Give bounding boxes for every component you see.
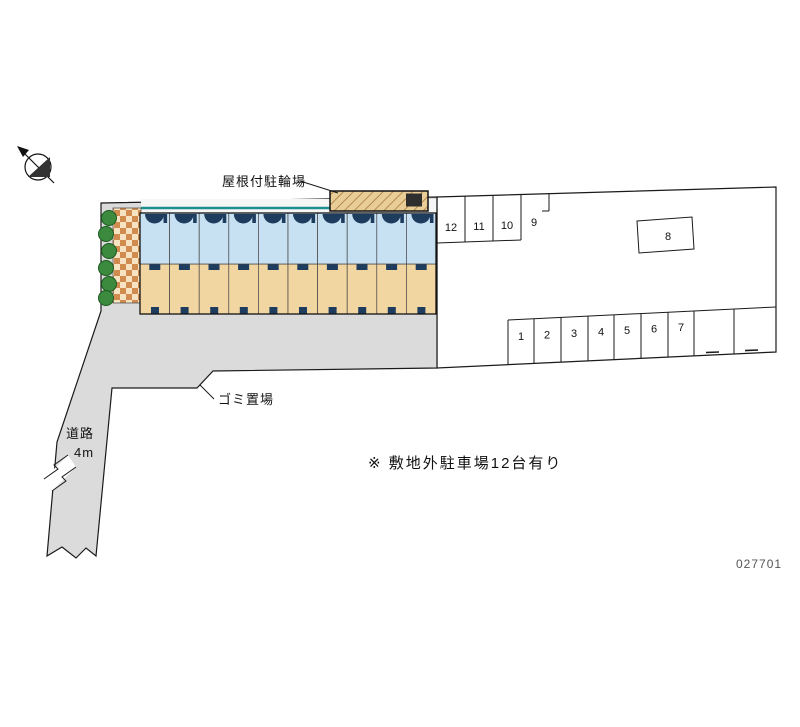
stall-number-11: 11 <box>473 221 484 233</box>
parking-lot-outline <box>436 186 777 369</box>
vegetation-row <box>98 210 117 306</box>
stall-number-1: 1 <box>518 331 524 343</box>
road-name-label: 道路 <box>66 426 94 441</box>
building-unit <box>346 212 378 265</box>
building-unit <box>287 212 319 265</box>
shrub <box>98 226 114 242</box>
road-break-symbol <box>43 454 77 492</box>
bike-parking-canopy <box>329 190 429 212</box>
compass-needle-tail <box>28 157 50 177</box>
brick-paving <box>112 207 142 304</box>
building-row-south <box>139 257 437 315</box>
stall-number-7: 7 <box>678 322 684 334</box>
bike-parking-structure <box>406 193 422 207</box>
compass-needle <box>21 150 55 184</box>
building-unit <box>198 257 230 315</box>
stall-number-9: 9 <box>531 217 537 229</box>
bike-parking-leader <box>299 180 339 194</box>
parking-stall-lines-top <box>436 194 550 244</box>
parking-stall-8 <box>636 216 695 254</box>
shrub <box>101 276 117 292</box>
drawing-number: 027701 <box>736 557 782 571</box>
building-unit <box>139 257 171 315</box>
building-unit <box>317 257 348 315</box>
building-unit <box>346 257 378 315</box>
building-row-north <box>139 212 437 265</box>
compass-arrowhead <box>17 146 29 157</box>
stall-number-12: 12 <box>445 222 457 234</box>
stall-number-8: 8 <box>665 231 671 243</box>
road-break-line <box>43 454 69 480</box>
building-unit <box>169 257 200 315</box>
stall-number-4: 4 <box>598 327 604 339</box>
shrub <box>98 260 114 276</box>
building-unit <box>169 212 200 265</box>
shrub <box>98 290 114 306</box>
building-unit <box>257 212 289 265</box>
shrub <box>101 243 117 259</box>
building-unit <box>405 257 437 315</box>
bike-parking-label: 屋根付駐輪場 <box>222 174 306 189</box>
stall-number-6: 6 <box>651 324 657 336</box>
stall-number-10: 10 <box>501 220 513 232</box>
parking-stall-lines-bottom <box>507 306 777 365</box>
garbage-label: ゴミ置場 <box>218 392 274 407</box>
building-unit <box>257 257 289 315</box>
shrub <box>101 210 117 226</box>
road-break-line <box>51 466 77 492</box>
stall-number-2: 2 <box>544 330 550 342</box>
stall-number-3: 3 <box>571 328 577 340</box>
road-width-label: 4m <box>74 445 94 460</box>
stall-number-5: 5 <box>624 325 630 337</box>
note-text: ※ 敷地外駐車場12台有り <box>368 454 562 472</box>
building-unit <box>287 257 319 315</box>
north-arrow-icon <box>17 146 55 184</box>
building-unit <box>228 257 259 315</box>
building-unit <box>405 212 437 265</box>
building-unit <box>317 212 348 265</box>
garbage-leader <box>199 384 215 400</box>
building-outline <box>139 212 437 315</box>
building-unit <box>198 212 230 265</box>
building-unit <box>228 212 259 265</box>
building-unit <box>376 212 407 265</box>
building-unit <box>139 212 171 265</box>
building-unit <box>376 257 407 315</box>
road-break-gap <box>44 455 76 491</box>
